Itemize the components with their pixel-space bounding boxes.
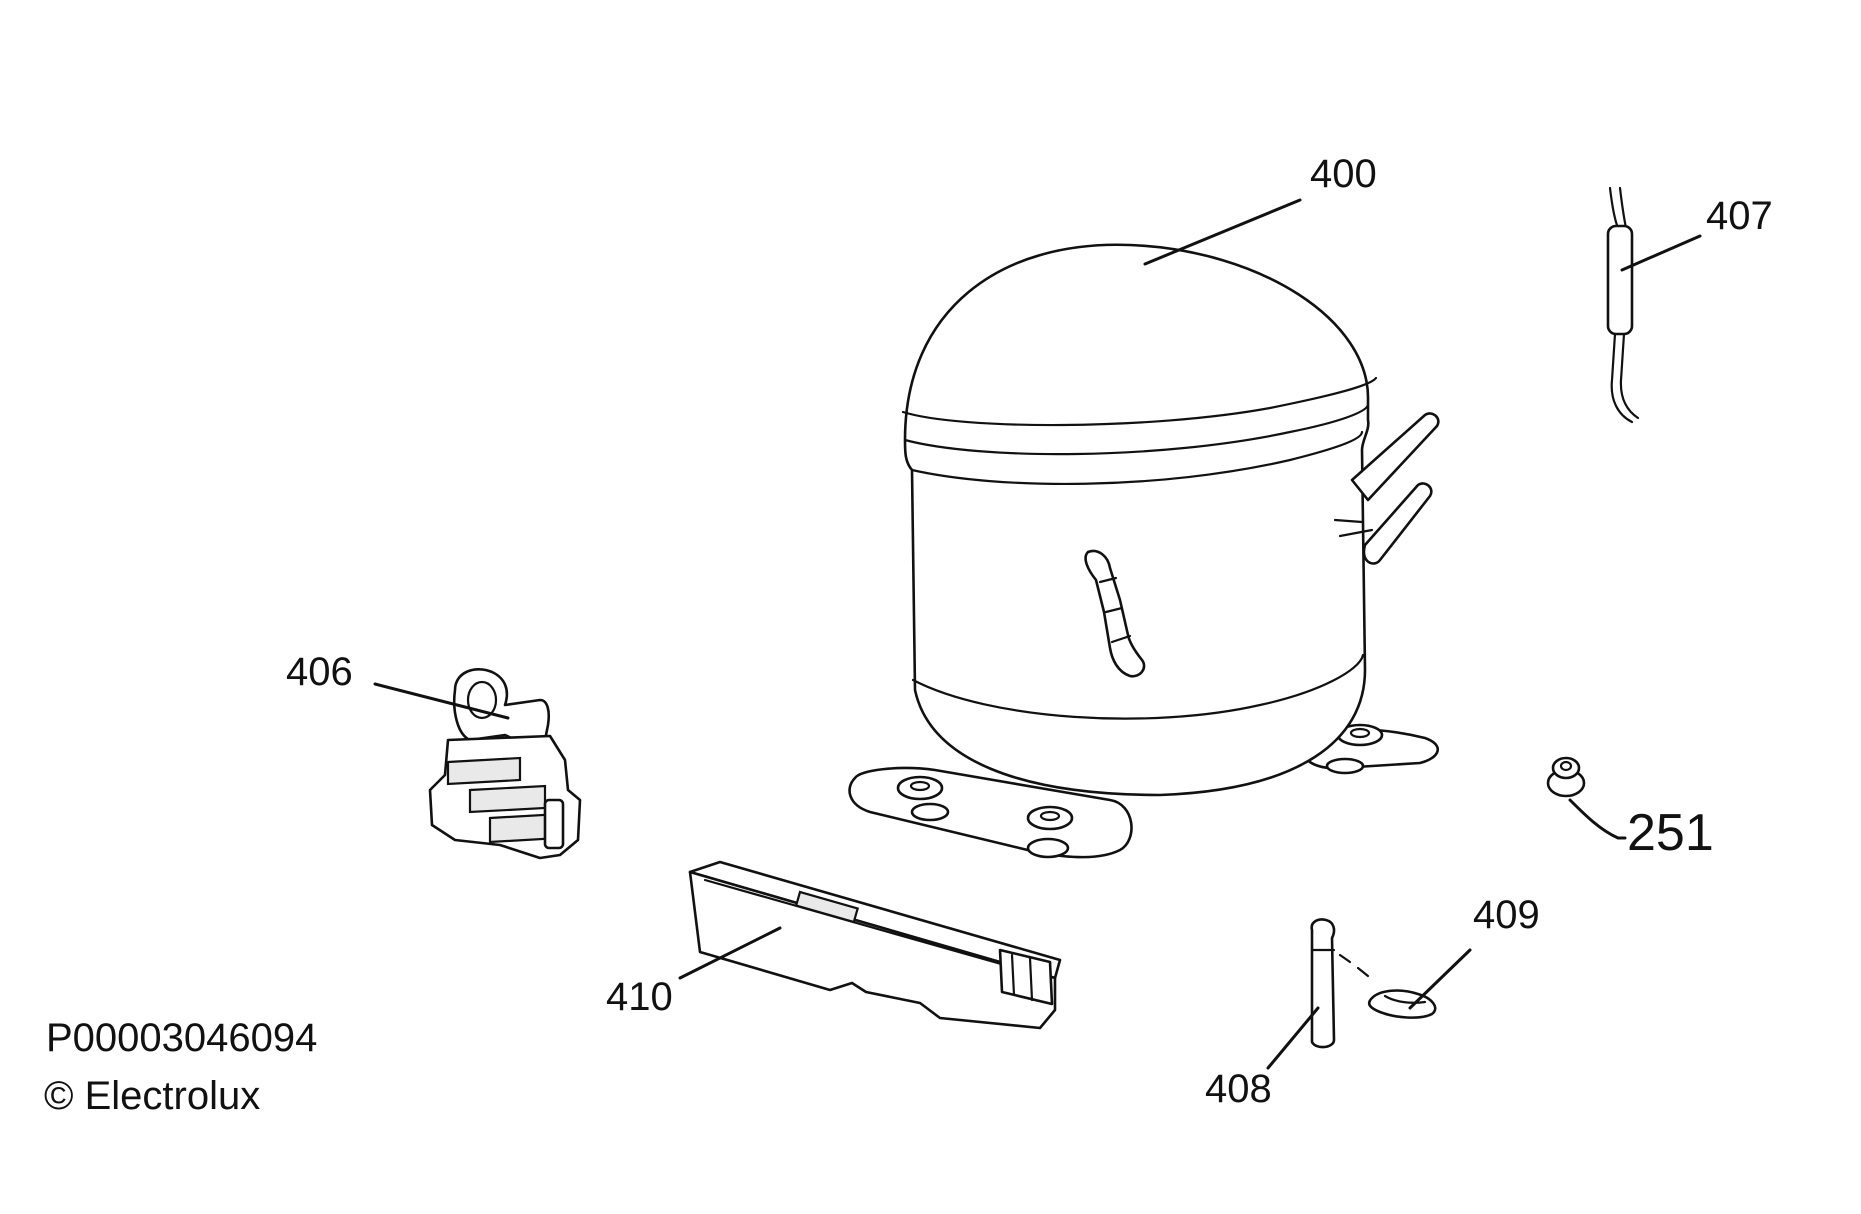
cover-body <box>688 870 1057 1030</box>
label-400: 400 <box>1310 152 1377 196</box>
label-406: 406 <box>286 650 353 694</box>
suction-tube-ring-2 <box>1104 606 1124 614</box>
label-409: 409 <box>1473 893 1540 937</box>
starter-relay <box>428 668 582 860</box>
label-407: 407 <box>1706 194 1773 238</box>
drier-tube-bottom <box>1610 332 1634 424</box>
valve-cap-edge <box>1383 994 1427 1004</box>
cover-end-line-2 <box>1028 956 1034 1002</box>
relay-clip <box>452 668 551 744</box>
grommet-2-under <box>1026 837 1070 859</box>
cover-inner-edge <box>703 878 1042 977</box>
drier-tube-top <box>1608 186 1620 230</box>
drier-body <box>1606 224 1634 336</box>
suction-tube-ring-1 <box>1098 576 1118 584</box>
leader-400 <box>1143 198 1302 266</box>
filter-drier <box>1606 186 1640 424</box>
copyright-text: © Electrolux <box>44 1074 261 1118</box>
label-410: 410 <box>606 975 673 1019</box>
leader-409 <box>1408 948 1472 1010</box>
shell-seam-upper <box>901 376 1378 427</box>
valve-tube-body <box>1310 918 1336 1049</box>
leader-408 <box>1266 1006 1320 1070</box>
leader-251 <box>1568 798 1627 840</box>
valve-cap <box>1338 953 1437 1019</box>
cap-dash-2 <box>1356 966 1370 978</box>
relay-slot-2 <box>468 784 547 814</box>
nut-hole <box>1559 760 1573 772</box>
grommet-2-hole <box>1039 810 1061 822</box>
grommet-nut <box>1546 756 1586 798</box>
grommet-3-under <box>1325 757 1365 775</box>
pipe-bracket <box>1333 518 1364 524</box>
pipe-bracket-2 <box>1338 528 1374 538</box>
process-pipe-lower <box>1362 482 1433 565</box>
compressor-shell <box>903 243 1370 797</box>
grommet-3-hole <box>1349 727 1371 739</box>
label-408: 408 <box>1205 1067 1272 1111</box>
cap-dash-1 <box>1338 953 1352 964</box>
grommet-1-hole <box>909 780 931 792</box>
process-pipe-upper <box>1350 412 1440 502</box>
shell-seam-base <box>910 430 1364 486</box>
diagram-code: P00003046094 <box>46 1016 318 1060</box>
nut-top <box>1551 756 1581 780</box>
grommet-1 <box>896 775 944 801</box>
shell-lower-band <box>911 653 1365 720</box>
leader-410 <box>678 926 782 980</box>
terminal-cover <box>688 860 1062 1030</box>
leader-407 <box>1620 234 1702 272</box>
cover-end-line-1 <box>1010 953 1016 997</box>
leader-406 <box>373 682 510 720</box>
grommet-1-under <box>910 802 950 822</box>
cover-slot-1 <box>794 890 860 924</box>
relay-clip-hole <box>466 680 498 720</box>
label-251: 251 <box>1627 804 1714 862</box>
relay-terminal <box>543 798 565 850</box>
relay-slot-1 <box>446 756 522 786</box>
compressor <box>848 243 1440 859</box>
shell-seam-lower <box>903 403 1370 456</box>
grommet-2 <box>1026 805 1074 831</box>
valve-tube <box>1310 918 1336 1049</box>
drier-tube-bottom-2 <box>1619 332 1640 420</box>
drier-tube-top-2 <box>1618 186 1628 230</box>
suction-tube-ring-3 <box>1110 634 1132 644</box>
